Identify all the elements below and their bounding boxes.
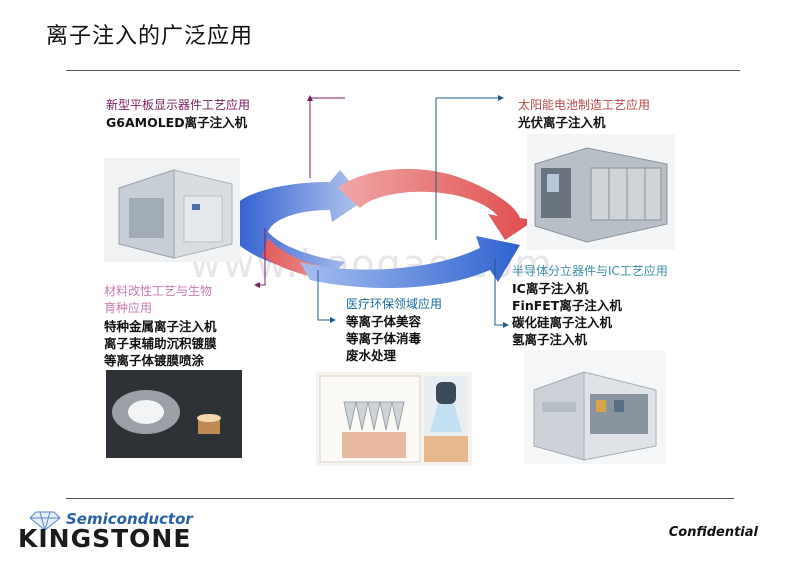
semi-item-3: 氢离子注入机 — [512, 332, 588, 347]
logo-kingstone: KINGSTONE — [18, 524, 192, 553]
medical-item-2: 废水处理 — [346, 348, 397, 363]
semi-item-0: IC离子注入机 — [512, 281, 589, 296]
solar-item-0: 光伏离子注入机 — [518, 115, 606, 130]
medical-heading: 医疗环保领域应用 — [346, 297, 443, 311]
logo-semiconductor: Semiconductor — [66, 510, 193, 528]
medical-item-1: 等离子体消毒 — [346, 331, 422, 346]
top-divider — [66, 70, 740, 71]
solar-implanter-image — [527, 134, 675, 250]
page-title: 离子注入的广泛应用 — [46, 24, 254, 49]
semi-item-1: FinFET离子注入机 — [512, 298, 622, 313]
connector-semi — [494, 258, 505, 326]
materials-heading-line2: 育种应用 — [104, 301, 153, 315]
semi-heading: 半导体分立器件与IC工艺应用 — [512, 264, 668, 278]
medical-plasma-image — [316, 372, 472, 466]
display-heading: 新型平板显示器件工艺应用 — [106, 98, 251, 112]
cycle-arrow-top — [338, 168, 535, 240]
materials-item-1: 离子束辅助沉积镀膜 — [104, 336, 217, 351]
connector-display — [309, 97, 345, 178]
solar-heading: 太阳能电池制造工艺应用 — [518, 98, 651, 112]
display-item-0: G6AMOLED离子注入机 — [106, 115, 248, 130]
connector-medical — [317, 270, 332, 321]
connector-materials — [258, 228, 266, 286]
amoled-implanter-image — [104, 158, 240, 262]
bottom-divider — [66, 498, 734, 499]
ic-implanter-image — [524, 350, 666, 464]
cycle-arrow-left — [228, 170, 365, 278]
materials-heading-line1: 材料改性工艺与生物 — [104, 284, 213, 298]
materials-item-0: 特种金属离子注入机 — [104, 319, 217, 334]
plasma-coating-image — [106, 370, 242, 458]
connector-solar — [435, 97, 500, 240]
cycle-arrow-right — [300, 236, 520, 289]
materials-item-2: 等离子体镀膜喷涂 — [104, 353, 205, 368]
medical-item-0: 等离子体美容 — [346, 314, 422, 329]
semi-item-2: 碳化硅离子注入机 — [512, 315, 613, 330]
confidential-label: Confidential — [668, 525, 758, 540]
diamond-logo-icon — [29, 511, 61, 530]
